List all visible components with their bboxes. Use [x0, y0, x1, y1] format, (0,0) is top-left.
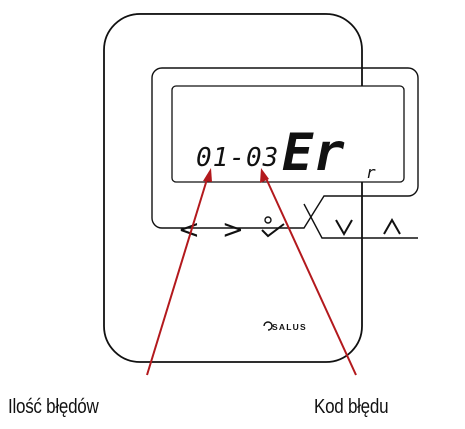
arrow-error-count: [146, 175, 209, 376]
error-count-display: 01-03: [196, 143, 279, 173]
arrow-head-code: [260, 168, 269, 183]
svg-text:SALUS: SALUS: [272, 322, 307, 332]
annotation-arrows: [146, 168, 357, 376]
error-code-suffix: r: [366, 163, 376, 182]
error-code-display: Er: [282, 123, 345, 183]
brand-logo: SALUS: [263, 321, 307, 332]
checkmark-icon: [261, 223, 285, 238]
lcd-screen: [171, 85, 405, 183]
arrow-error-code: [264, 175, 357, 376]
down-arrow-button[interactable]: [335, 219, 353, 237]
annotation-error-count: Ilość błędów: [8, 396, 99, 418]
display-bezel: [151, 67, 419, 229]
arrow-head-count: [203, 168, 212, 182]
annotation-error-code: Kod błędu: [314, 396, 389, 418]
device-outline: [103, 13, 363, 363]
up-arrow-button[interactable]: [383, 217, 401, 235]
right-arrow-button[interactable]: >: [222, 215, 244, 245]
confirm-button[interactable]: [261, 216, 285, 238]
